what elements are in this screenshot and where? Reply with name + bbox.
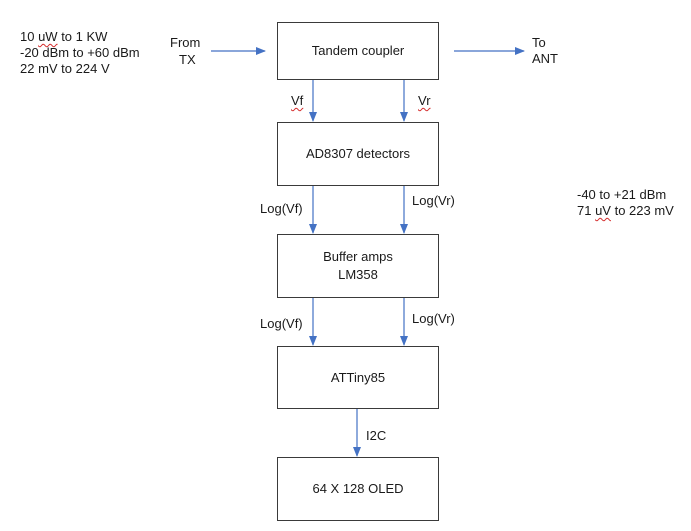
oled-block: 64 X 128 OLED xyxy=(277,457,439,521)
buffer-amps-part: LM358 xyxy=(338,267,378,282)
input-specs-note: 10 uW to 1 KW -20 dBm to +60 dBm 22 mV t… xyxy=(20,29,140,77)
signal-label-log-vr-1: Log(Vr) xyxy=(412,193,455,208)
buffer-amps-block: Buffer amps LM358 xyxy=(277,234,439,298)
input-voltage-range: 22 mV to 224 V xyxy=(20,61,110,76)
detector-specs-note: -40 to +21 dBm 71 uV to 223 mV xyxy=(577,187,674,219)
attiny-block: ATTiny85 xyxy=(277,346,439,409)
signal-label-log-vf-1: Log(Vf) xyxy=(260,201,303,216)
to-ant-label: To ANT xyxy=(532,35,558,66)
attiny-label: ATTiny85 xyxy=(330,369,386,385)
signal-label-vr: Vr xyxy=(418,93,431,108)
from-tx-label-2: TX xyxy=(179,52,196,67)
detectors-label: AD8307 detectors xyxy=(305,146,411,161)
signal-label-i2c: I2C xyxy=(366,428,387,443)
detectors-block: AD8307 detectors xyxy=(277,122,439,186)
detector-dbm-range: -40 to +21 dBm xyxy=(577,187,667,202)
signal-label-log-vf-2: Log(Vf) xyxy=(260,316,303,331)
detector-voltage-range: 71 uV to 223 mV xyxy=(577,203,674,218)
signal-label-vf: Vf xyxy=(291,93,304,108)
tandem-coupler-label: Tandem coupler xyxy=(311,43,405,58)
from-tx-label: From To xyxy=(170,35,201,50)
buffer-amps-label: Buffer amps xyxy=(323,249,393,264)
signal-label-log-vr-2: Log(Vr) xyxy=(412,311,455,326)
input-power-range: 10 uW to 1 KW xyxy=(20,29,108,44)
oled-label: 64 X 128 OLED xyxy=(312,481,404,496)
tandem-coupler-block: Tandem coupler xyxy=(277,22,439,80)
input-dbm-range: -20 dBm to +60 dBm xyxy=(20,45,140,60)
